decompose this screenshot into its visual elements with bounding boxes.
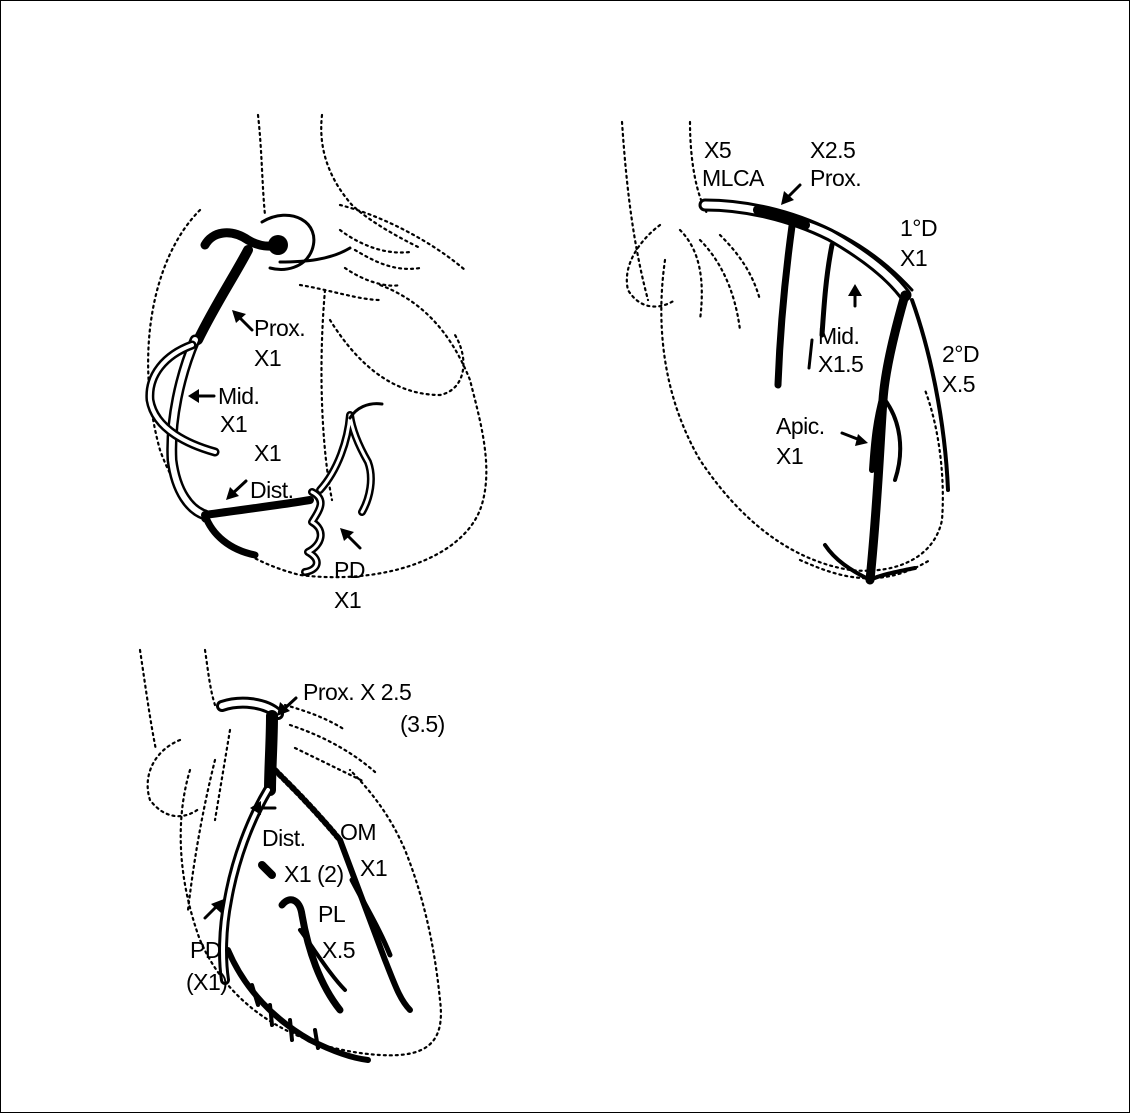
lad-d2-label: 2°D <box>942 341 979 367</box>
rca-aorta-right <box>321 115 420 248</box>
rca-pd-factor: X1 <box>334 587 361 613</box>
lad-mid-label: Mid. <box>818 323 859 349</box>
rca-origin <box>268 235 288 255</box>
panel-lcx: Prox. X 2.5 (3.5) Dist. X1 (2) OM X1 PL … <box>140 650 445 1060</box>
rca-prox-factor: X1 <box>254 345 281 371</box>
rca-branch-factor: X1 <box>254 440 281 466</box>
lad-apex-branch-left <box>825 545 870 580</box>
rca-dist-label: Dist. <box>250 477 294 503</box>
lad-mlca-factor: X5 <box>704 137 731 163</box>
lad-branch-2 <box>720 235 760 300</box>
rca-dot-branch-4 <box>345 268 400 286</box>
rca-acute-marginal <box>205 515 255 555</box>
lcx-pulmonary-2 <box>295 748 365 782</box>
lcx-prox-alt: (3.5) <box>400 711 445 737</box>
lcx-pd-branch <box>228 950 368 1060</box>
lad-prox-label: Prox. <box>810 165 861 191</box>
lcx-pl-label: PL <box>318 901 346 927</box>
lad-mlca-label: MLCA <box>702 165 765 191</box>
lcx-pulmonary-1 <box>290 725 375 772</box>
lad-branch-1 <box>700 240 740 330</box>
lad-aorta-left <box>622 122 648 300</box>
lad-mid-tick <box>809 340 812 368</box>
lad-prox-factor: X2.5 <box>810 137 855 163</box>
lcx-pd-sub-c <box>290 1020 292 1040</box>
rca-pl-branch-outline <box>320 415 371 512</box>
lad-apic-label: Apic. <box>776 413 825 439</box>
lad-d1-label: 1°D <box>900 215 937 241</box>
rca-mid-arrow-head <box>188 389 199 403</box>
lad-atrium-inner <box>680 230 702 320</box>
lcx-heart-outline <box>181 770 441 1055</box>
rca-pulmonary-branch-2 <box>300 285 380 300</box>
lcx-aorta-right <box>205 650 215 705</box>
lcx-pd-factor: (X1) <box>186 969 227 995</box>
rca-pd-label: PD <box>334 557 365 583</box>
lcx-aorta-left <box>140 650 156 750</box>
rca-aorta-left <box>258 115 265 215</box>
lcx-left-line <box>188 760 215 910</box>
lcx-atrium-outline <box>148 740 200 816</box>
lad-apic-factor: X1 <box>776 443 803 469</box>
lad-first-diagonal <box>822 245 832 335</box>
lcx-proximal-segment <box>270 716 272 790</box>
lad-apical-branch-b <box>885 400 900 480</box>
rca-mid-label: Mid. <box>218 383 259 409</box>
lad-d2-factor: X.5 <box>942 371 975 397</box>
lcx-prox-label: Prox. X 2.5 <box>303 679 411 705</box>
lcx-om-factor: X1 <box>360 855 387 881</box>
rca-conus-branch <box>280 248 350 262</box>
lad-d1-factor: X1 <box>900 245 927 271</box>
rca-prox-label: Prox. <box>254 315 305 341</box>
panel-lad: X5 MLCA X2.5 Prox. 1°D X1 Mid. X1.5 2°D … <box>622 122 979 580</box>
lcx-dist-label: Dist. <box>262 825 306 851</box>
panel-rca: Prox. X1 Mid. X1 X1 Dist. PD X1 <box>148 115 486 613</box>
lad-apic-arrow-head <box>855 434 868 446</box>
lcx-pulmonary-3 <box>285 705 345 730</box>
lcx-pd-label: PD <box>190 937 221 963</box>
lcx-pd-sub-b <box>270 1005 272 1025</box>
lcx-om-label: OM <box>340 819 376 845</box>
rca-pulmonary-branch <box>355 250 420 269</box>
lad-septal-branch <box>778 226 792 385</box>
lcx-pl-factor: X.5 <box>322 937 355 963</box>
lcx-atrium-inner <box>215 730 230 820</box>
rca-proximal-segment <box>198 250 248 340</box>
rca-pulmonary-outline <box>340 205 465 270</box>
lad-mid-arrow-head <box>848 284 862 296</box>
lad-mid-factor: X1.5 <box>818 351 863 377</box>
rca-mid-factor: X1 <box>220 411 247 437</box>
lad-apex-branch-right <box>870 568 915 580</box>
lcx-dist-stub <box>262 865 272 875</box>
lcx-om-sub-branch <box>352 880 390 955</box>
lcx-dist-factor: X1 (2) <box>284 861 344 887</box>
rca-pl-sub-branch <box>350 404 382 418</box>
